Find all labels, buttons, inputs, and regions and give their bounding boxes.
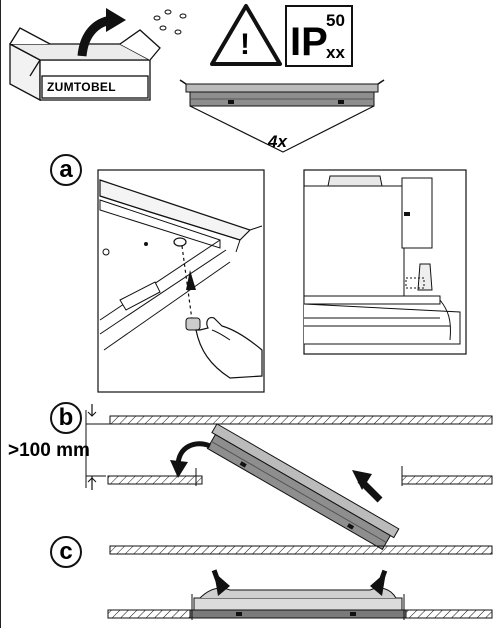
warning-triangle-icon xyxy=(210,4,282,66)
step-c-luminaire xyxy=(189,587,407,620)
luminaire-front-view xyxy=(179,79,385,107)
step-a-detail-right xyxy=(303,169,467,355)
clearance-dimension: >100 mm xyxy=(8,440,90,461)
warning-exclamation: ! xyxy=(240,28,250,61)
step-b-luminaire xyxy=(206,423,400,551)
step-a-label: a xyxy=(50,154,82,186)
step-a-detail-left xyxy=(97,169,265,393)
ip-rating-box xyxy=(285,5,353,67)
brand-label: ZUMTOBEL xyxy=(47,80,116,94)
step-b-label: b xyxy=(50,402,82,434)
ip-second-digits: xx xyxy=(326,43,345,62)
screw-locations-lines xyxy=(189,105,375,153)
ip-first-digit: 50 xyxy=(326,11,345,30)
step-b-ceiling xyxy=(85,404,493,490)
insert-arrow-icon xyxy=(170,441,383,503)
loose-parts-icon xyxy=(153,9,187,35)
screw-count: 4x xyxy=(268,132,287,151)
unpack-arrow-icon xyxy=(77,8,126,57)
press-arrows-icon xyxy=(211,569,388,596)
step-c-label: c xyxy=(50,536,82,568)
ip-prefix: IP xyxy=(290,20,328,64)
